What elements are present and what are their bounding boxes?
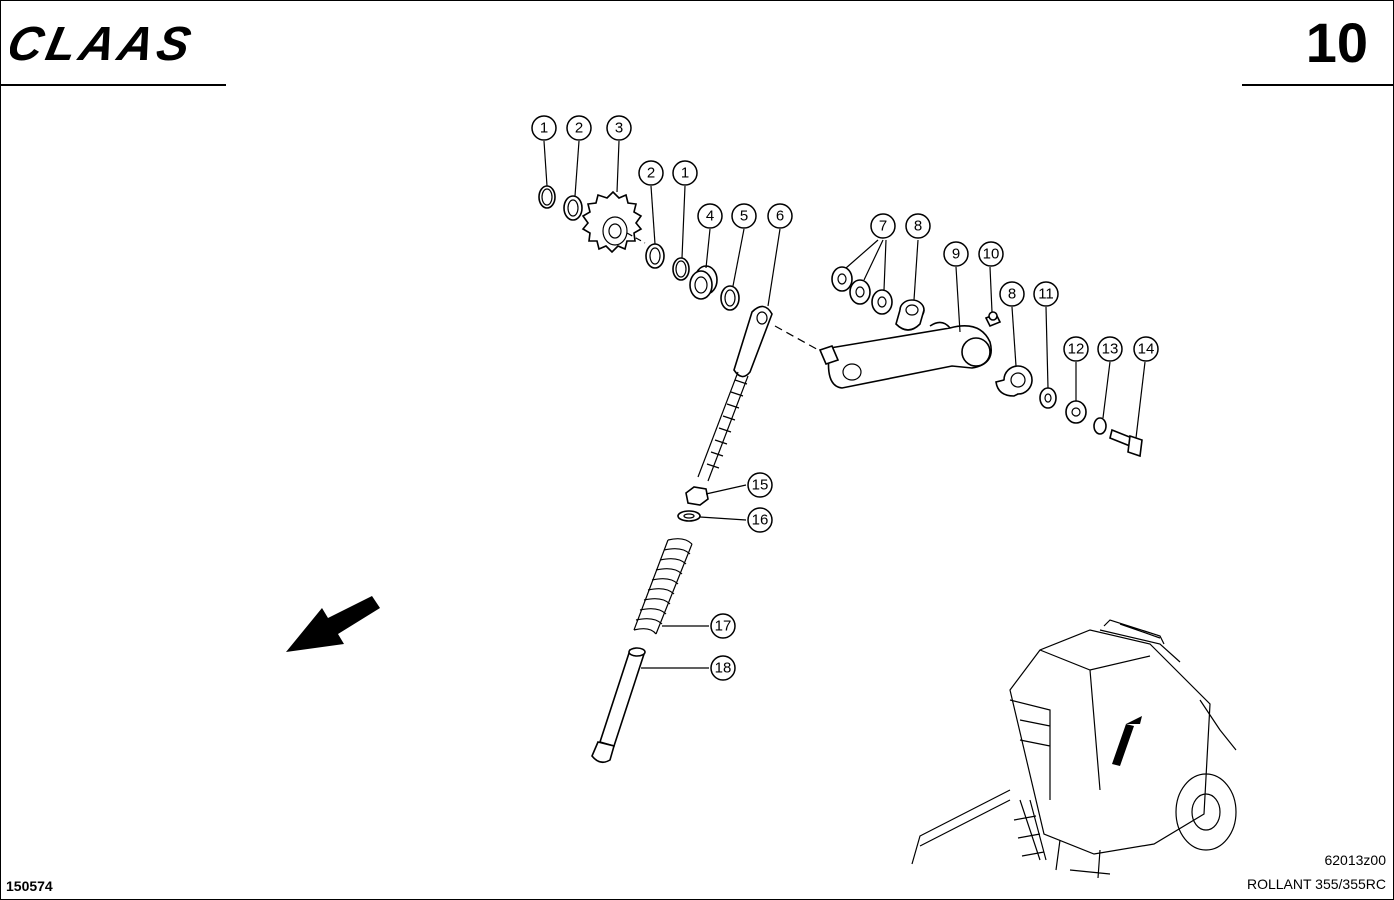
callout-1a: 1 — [531, 115, 557, 141]
svg-text:13: 13 — [1102, 341, 1119, 358]
callout-13: 13 — [1097, 336, 1123, 362]
callout-15: 15 — [747, 472, 773, 498]
svg-text:11: 11 — [1038, 286, 1054, 303]
svg-text:1: 1 — [540, 120, 548, 137]
part-13-spring-washer — [1093, 417, 1107, 435]
callout-8b: 8 — [999, 281, 1025, 307]
part-1-circlip-b — [672, 257, 690, 281]
part-6-eye-rod — [697, 305, 773, 482]
svg-text:7: 7 — [879, 218, 887, 235]
callout-9: 9 — [943, 241, 969, 267]
callout-18: 18 — [710, 655, 736, 681]
svg-text:9: 9 — [952, 246, 960, 263]
part-8-bushing-b — [995, 365, 1033, 397]
svg-text:2: 2 — [647, 165, 655, 182]
callout-17: 17 — [710, 613, 736, 639]
claas-logo: CLAAS — [10, 18, 199, 68]
callout-1b: 1 — [672, 160, 698, 186]
part-14-bolt — [1109, 428, 1143, 458]
svg-text:14: 14 — [1138, 341, 1155, 358]
svg-text:CLAAS: CLAAS — [10, 18, 199, 68]
part-18-spring-guide — [591, 647, 646, 764]
part-1-circlip-a — [538, 185, 556, 209]
svg-text:5: 5 — [740, 208, 748, 225]
callout-3: 3 — [606, 115, 632, 141]
model-name: ROLLANT 355/355RC — [1246, 876, 1386, 892]
part-9-lever-arm — [818, 321, 992, 389]
part-3-sprocket — [581, 190, 643, 254]
svg-text:16: 16 — [752, 512, 769, 529]
svg-text:6: 6 — [776, 208, 784, 225]
svg-text:8: 8 — [914, 218, 922, 235]
svg-text:12: 12 — [1068, 341, 1085, 358]
part-4-bushing — [689, 265, 718, 300]
part-12-washer — [1065, 400, 1087, 424]
page-number: 10 — [1305, 11, 1368, 74]
document-number: 150574 — [6, 878, 53, 894]
header-rule-right — [1242, 84, 1394, 86]
callout-7: 7 — [870, 213, 896, 239]
svg-text:17: 17 — [715, 618, 732, 635]
figure-code: 62013z00 — [1324, 852, 1386, 868]
callout-6: 6 — [767, 203, 793, 229]
part-16-washer — [677, 510, 701, 522]
svg-text:2: 2 — [575, 120, 583, 137]
part-17-compression-spring — [633, 538, 693, 635]
part-5-washer — [720, 285, 740, 311]
part-2-washer-a — [563, 195, 583, 221]
callout-2b: 2 — [638, 160, 664, 186]
part-10-grease-nipple — [984, 311, 1002, 328]
part-7-washers — [831, 266, 893, 315]
part-2-washer-b — [645, 243, 665, 269]
callout-11: 11 — [1033, 281, 1059, 307]
svg-text:18: 18 — [715, 660, 732, 677]
baler-silhouette — [911, 619, 1237, 879]
svg-text:4: 4 — [706, 208, 714, 225]
callout-10: 10 — [978, 241, 1004, 267]
leader-lines — [543, 140, 1146, 669]
part-8-bushing-a — [895, 299, 925, 331]
svg-text:15: 15 — [752, 477, 769, 494]
callout-8a: 8 — [905, 213, 931, 239]
svg-text:3: 3 — [615, 120, 623, 137]
svg-text:10: 10 — [983, 246, 1000, 263]
svg-text:1: 1 — [681, 165, 689, 182]
svg-text:8: 8 — [1008, 286, 1016, 303]
callout-16: 16 — [747, 507, 773, 533]
part-11-washer — [1039, 387, 1057, 409]
callout-4: 4 — [697, 203, 723, 229]
callout-12: 12 — [1063, 336, 1089, 362]
header-rule-left — [0, 84, 226, 86]
callout-2a: 2 — [566, 115, 592, 141]
direction-arrow — [286, 596, 380, 652]
callout-14: 14 — [1133, 336, 1159, 362]
part-15-nut — [685, 486, 709, 506]
callout-5: 5 — [731, 203, 757, 229]
